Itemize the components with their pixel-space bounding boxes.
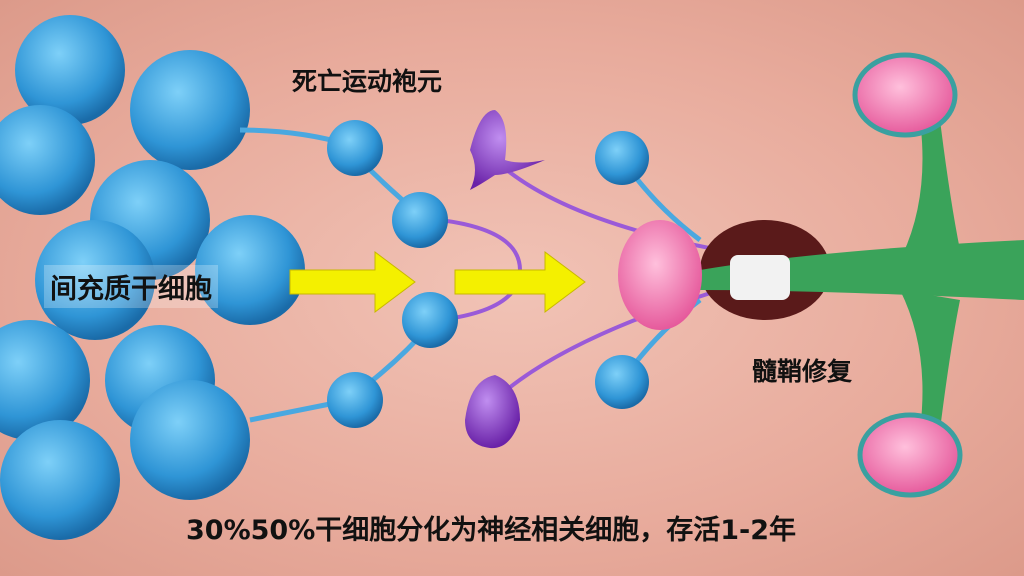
myelin-repair-label: 髓鞘修复 [752,357,853,386]
dead-motor-neurons [465,110,545,449]
caption: 30%50%干细胞分化为神经相关细胞，存活1-2年 [186,515,797,546]
msc-cluster [0,15,305,540]
dead-motor-neuron-label: 死亡运动袍元 [292,67,443,96]
yellow-arrows [289,251,586,313]
small-stem-cells [327,120,649,428]
msc-label: 间充质干细胞 [44,265,218,308]
spinal-injury [618,52,1024,498]
